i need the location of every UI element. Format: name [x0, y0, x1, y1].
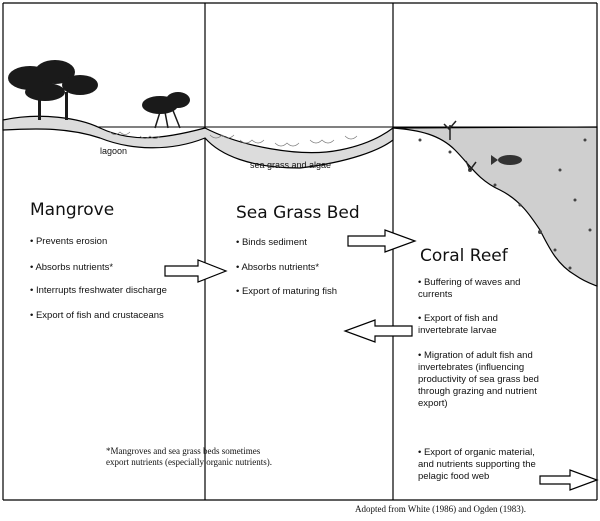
- coral-bullet: • Export of fish and invertebrate larvae: [418, 313, 498, 336]
- mangrove-tree-icon: [8, 60, 190, 129]
- seagrass-title: Sea Grass Bed: [236, 203, 360, 223]
- sediment-texture: [109, 131, 358, 147]
- seagrass-bullet: • Export of maturing fish: [236, 286, 338, 297]
- fish-icon: [491, 155, 522, 165]
- coral-title: Coral Reef: [420, 246, 508, 266]
- mangrove-bullet: • Prevents erosion: [30, 236, 108, 247]
- mangrove-bullet: • Interrupts freshwater discharge: [30, 285, 167, 296]
- coral-bullet: • Buffering of waves and currents: [418, 277, 521, 300]
- seagrass-label: sea grass and algae: [250, 160, 332, 170]
- coral-reef-slope: [392, 126, 598, 287]
- arrow-coral-to-seagrass: [343, 319, 413, 343]
- credit: Adopted from White (1986) and Ogden (198…: [355, 504, 527, 514]
- mangrove-bullet: • Export of fish and crustaceans: [30, 310, 164, 321]
- coral-bullet: • Export of organic material, and nutrie…: [418, 447, 536, 482]
- coral-texture: [418, 138, 592, 270]
- mangrove-title: Mangrove: [30, 200, 115, 220]
- seagrass-bullet: • Binds sediment: [236, 237, 307, 248]
- mangrove-bullet: • Absorbs nutrients*: [30, 262, 114, 273]
- arrow-coral-to-ocean: [539, 469, 599, 491]
- arrow-seagrass-to-coral: [347, 229, 417, 253]
- seabed: [2, 115, 394, 169]
- lagoon-label: lagoon: [100, 146, 128, 156]
- arrow-mangrove-to-seagrass: [164, 259, 228, 283]
- footnote: *Mangroves and sea grass beds sometimes …: [106, 446, 273, 468]
- coral-bullet: • Migration of adult fish and invertebra…: [418, 350, 539, 409]
- coral-plant-icon: [443, 120, 477, 171]
- seagrass-bullet: • Absorbs nutrients*: [236, 262, 320, 273]
